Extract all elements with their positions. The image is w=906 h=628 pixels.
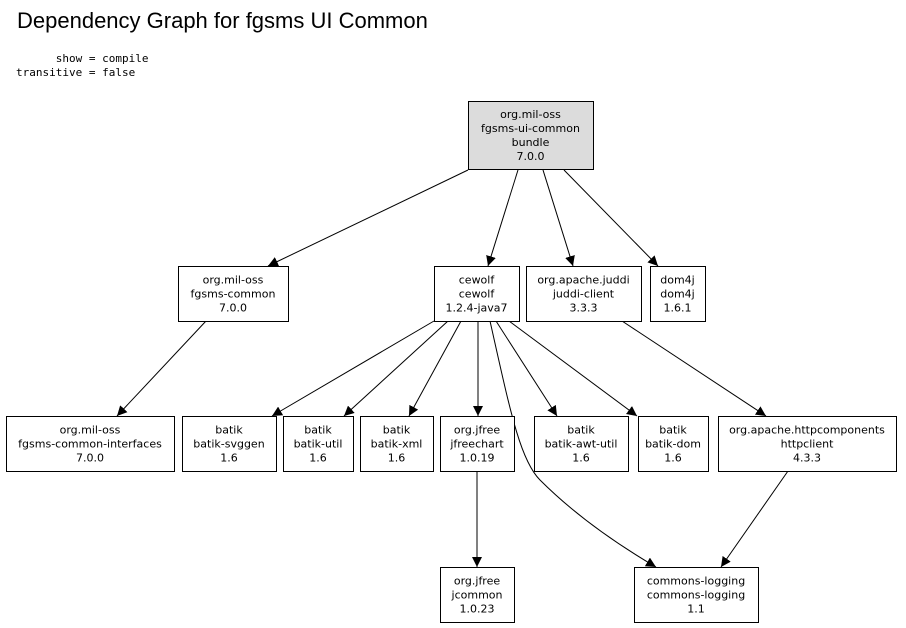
node-box <box>440 567 515 623</box>
graph-title: Dependency Graph for fgsms UI Common <box>17 8 428 33</box>
node-box <box>178 266 289 322</box>
node-label-line: 1.2.4-java7 <box>445 302 507 315</box>
node-label-line: org.apache.juddi <box>537 274 629 287</box>
node-label-line: org.mil-oss <box>60 424 121 437</box>
edge-cewolf-to-batik-util <box>343 320 449 417</box>
node-label-line: 7.0.0 <box>219 302 247 315</box>
node-label-line: commons-logging <box>647 575 745 588</box>
node-label-line: org.mil-oss <box>500 108 561 121</box>
node-label-line: org.apache.httpcomponents <box>729 424 885 437</box>
node-box <box>182 416 277 472</box>
node-box <box>534 416 629 472</box>
nodes-layer: org.mil-ossfgsms-ui-commonbundle7.0.0org… <box>6 101 897 623</box>
node-box <box>283 416 354 472</box>
node-box <box>468 101 594 170</box>
node-box <box>526 266 642 322</box>
graph-parameters: show = compile transitive = false <box>16 52 148 80</box>
edge-juddi-client-to-httpclient <box>621 320 767 417</box>
node-label-line: fgsms-common <box>191 288 276 301</box>
node-label-line: batik-util <box>294 438 343 451</box>
node-box <box>634 567 759 623</box>
node-label-line: httpclient <box>781 438 834 451</box>
edge-fgsms-ui-common-to-juddi-client <box>542 169 575 267</box>
param-show: show = compile <box>16 52 149 65</box>
node-label-line: batik <box>215 424 243 437</box>
edge-cewolf-to-batik-xml <box>408 320 462 417</box>
node-label-line: 1.6 <box>309 452 327 465</box>
edge-fgsms-ui-common-to-dom4j <box>563 169 659 267</box>
node-label-line: 1.6.1 <box>664 302 692 315</box>
node-label-line: batik <box>567 424 595 437</box>
node-label-line: 1.6 <box>388 452 406 465</box>
node-box <box>650 266 706 322</box>
param-transitive: transitive = false <box>16 66 136 79</box>
edge-fgsms-ui-common-to-cewolf <box>486 169 519 267</box>
node-box <box>638 416 709 472</box>
node-label-line: 1.0.23 <box>460 603 495 616</box>
node-label-line: batik-xml <box>371 438 423 451</box>
node-label-line: 3.3.3 <box>570 302 598 315</box>
edge-cewolf-to-commons-logging <box>489 320 657 568</box>
node-label-line: bundle <box>512 136 550 149</box>
node-label-line: 7.0.0 <box>76 452 104 465</box>
node-box <box>434 266 520 322</box>
node-label-line: jfreechart <box>449 438 504 451</box>
node-label-line: 1.1 <box>687 603 705 616</box>
node-label-line: batik <box>304 424 332 437</box>
node-label-line: 1.6 <box>664 452 682 465</box>
node-label-line: jcommon <box>451 589 503 602</box>
node-label-line: org.jfree <box>454 575 501 588</box>
edge-fgsms-common-to-fgsms-common-interfaces <box>116 320 207 417</box>
node-label-line: 4.3.3 <box>793 452 821 465</box>
edge-httpclient-to-commons-logging <box>720 470 789 568</box>
edge-cewolf-to-batik-awt-util <box>495 320 558 417</box>
node-label-line: batik <box>383 424 411 437</box>
node-label-line: 1.0.19 <box>460 452 495 465</box>
node-label-line: batik <box>659 424 687 437</box>
node-label-line: dom4j <box>660 288 694 301</box>
node-box <box>360 416 434 472</box>
node-label-line: batik-svggen <box>193 438 264 451</box>
node-label-line: commons-logging <box>647 589 745 602</box>
node-label-line: org.jfree <box>454 424 501 437</box>
node-label-line: fgsms-common-interfaces <box>18 438 162 451</box>
node-label-line: 1.6 <box>220 452 238 465</box>
node-label-line: batik-dom <box>645 438 701 451</box>
node-label-line: juddi-client <box>552 288 615 301</box>
node-label-line: dom4j <box>660 274 694 287</box>
edge-cewolf-to-batik-dom <box>508 320 638 417</box>
node-label-line: org.mil-oss <box>203 274 264 287</box>
node-label-line: cewolf <box>459 274 496 287</box>
node-box <box>440 416 515 472</box>
node-label-line: fgsms-ui-common <box>481 122 580 135</box>
node-label-line: cewolf <box>459 288 496 301</box>
node-box <box>6 416 175 472</box>
node-box <box>718 416 897 472</box>
node-label-line: batik-awt-util <box>545 438 618 451</box>
edges-layer <box>116 169 789 568</box>
edge-fgsms-ui-common-to-fgsms-common <box>267 169 469 267</box>
node-label-line: 7.0.0 <box>517 150 545 163</box>
node-label-line: 1.6 <box>572 452 590 465</box>
edge-cewolf-to-batik-svggen <box>271 320 435 417</box>
